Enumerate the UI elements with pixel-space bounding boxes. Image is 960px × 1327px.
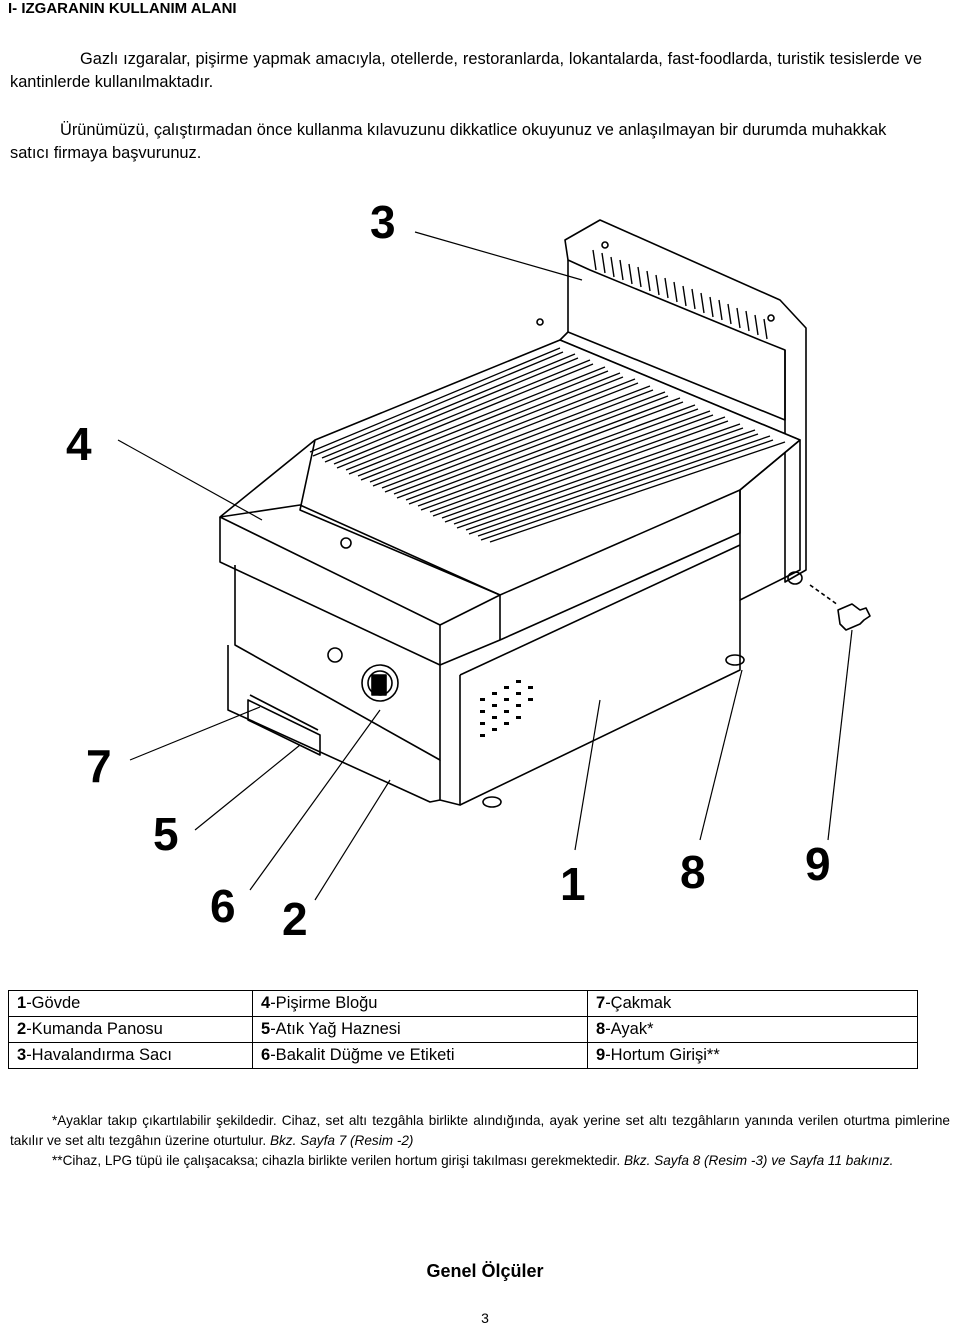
callout-6: 6: [210, 880, 236, 932]
legend-row: 3-Havalandırma Sacı 6-Bakalit Düğme ve E…: [8, 1042, 918, 1069]
legend-cell: 9-Hortum Girişi**: [587, 1042, 918, 1069]
legend-row: 2-Kumanda Panosu 5-Atık Yağ Haznesi 8-Ay…: [8, 1016, 918, 1043]
parts-legend-table: 1-Gövde 4-Pişirme Bloğu 7-Çakmak 2-Kuman…: [8, 990, 918, 1069]
legend-cell: 8-Ayak*: [587, 1016, 918, 1043]
warning-paragraph: Ürünümüzü, çalıştırmadan önce kullanma k…: [10, 121, 887, 162]
callout-9: 9: [805, 838, 831, 890]
callout-5: 5: [153, 808, 179, 860]
lpg-note: **Cihaz, LPG tüpü ile çalışacaksa; cihaz…: [52, 1153, 894, 1168]
legend-row: 1-Gövde 4-Pişirme Bloğu 7-Çakmak: [8, 990, 918, 1017]
callout-3: 3: [370, 196, 396, 248]
callout-8: 8: [680, 846, 706, 898]
feet-note: *Ayaklar takıp çıkartılabilir şekildedir…: [10, 1113, 950, 1148]
intro-paragraph: Gazlı ızgaralar, pişirme yapmak amacıyla…: [10, 50, 922, 91]
legend-cell: 6-Bakalit Düğme ve Etiketi: [252, 1042, 588, 1069]
dimensions-heading: Genel Ölçüler: [426, 1261, 544, 1281]
legend-cell: 4-Pişirme Bloğu: [252, 990, 588, 1017]
page-number: 3: [481, 1310, 489, 1326]
legend-cell: 3-Havalandırma Sacı: [8, 1042, 253, 1069]
legend-cell: 1-Gövde: [8, 990, 253, 1017]
legend-cell: 5-Atık Yağ Haznesi: [252, 1016, 588, 1043]
callout-7: 7: [86, 740, 112, 792]
callout-4: 4: [66, 418, 92, 470]
legend-cell: 2-Kumanda Panosu: [8, 1016, 253, 1043]
legend-cell: 7-Çakmak: [587, 990, 918, 1017]
callout-2: 2: [282, 893, 308, 945]
grill-illustration: 3 4 7 5 6 2 1 8 9: [66, 196, 871, 945]
section-title: I- IZGARANIN KULLANIM ALANI: [8, 0, 237, 17]
callout-1: 1: [560, 858, 586, 910]
